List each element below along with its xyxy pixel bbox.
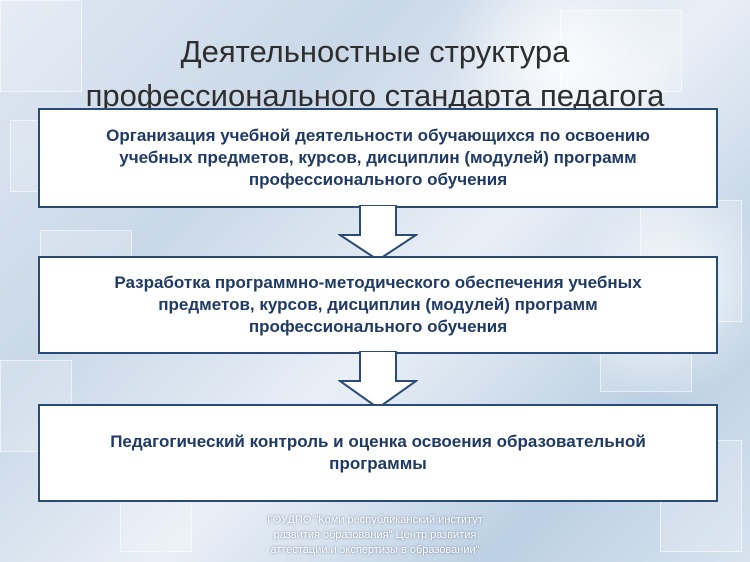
step-1-text: Организация учебной деятельности обучающ…	[106, 126, 650, 189]
down-arrow-icon	[338, 205, 418, 261]
step-box-2: Разработка программно-методического обес…	[38, 256, 718, 354]
page-title: Деятельностные структура профессионально…	[0, 30, 750, 118]
footer-line-3: аттестации и экспертизы в образовании"	[270, 544, 480, 556]
down-arrow-icon	[338, 351, 418, 409]
step-box-1: Организация учебной деятельности обучающ…	[38, 108, 718, 208]
step-3-text: Педагогический контроль и оценка освоени…	[110, 432, 646, 473]
title-line-1: Деятельностные структура	[180, 34, 570, 69]
footer-line-1: ГОУДПО "Коми республиканский институт	[267, 514, 483, 526]
title-line-2: профессионального стандарта педагога	[85, 78, 665, 113]
step-2-text: Разработка программно-методического обес…	[114, 273, 642, 336]
footer-credit: ГОУДПО "Коми республиканский институт ра…	[200, 513, 550, 558]
footer-line-2: развития образования" Центр развития	[273, 529, 477, 541]
step-box-3: Педагогический контроль и оценка освоени…	[38, 404, 718, 502]
